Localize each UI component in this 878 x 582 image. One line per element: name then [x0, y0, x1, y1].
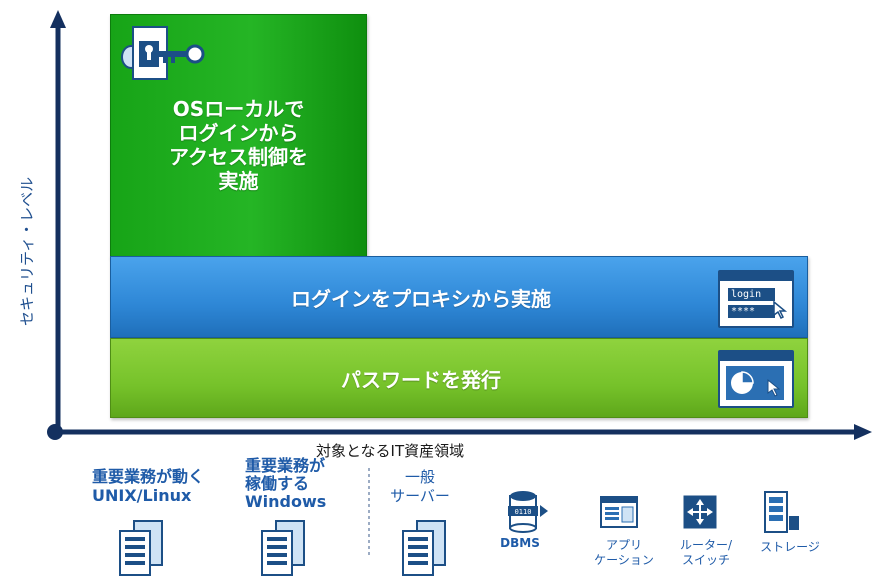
- server-icon: [261, 520, 305, 576]
- svg-text:0110: 0110: [515, 508, 532, 516]
- category-application-label: アプリ ケーション: [594, 538, 654, 567]
- cursor-icon: [773, 300, 788, 320]
- pie-chart-icon: [726, 366, 784, 400]
- login-field-password: ****: [728, 305, 775, 318]
- tier-proxy: ログインをプロキシから実施: [110, 256, 808, 338]
- server-icon: [119, 520, 163, 576]
- separator-line: [368, 468, 370, 558]
- server-icon: [402, 520, 446, 576]
- application-icon: [600, 496, 638, 528]
- key-lock-icon: [121, 26, 205, 80]
- category-router-label: ルーター/ スイッチ: [679, 538, 733, 567]
- category-windows-label: 重要業務が 稼働する Windows: [245, 456, 327, 511]
- category-unix-label: 重要業務が動く UNIX/Linux: [92, 467, 205, 505]
- tier-os-label: OSローカルで ログインから アクセス制御を 実施: [169, 97, 308, 193]
- tier-os-local: OSローカルで ログインから アクセス制御を 実施: [110, 14, 367, 258]
- x-axis-label: 対象となるIT資産領域: [316, 442, 465, 460]
- window-titlebar: [720, 272, 792, 281]
- router-switch-icon: [683, 495, 717, 529]
- category-dbms-label: DBMS: [500, 536, 540, 550]
- storage-icon: [764, 491, 799, 533]
- tier-proxy-label: ログインをプロキシから実施: [291, 286, 551, 311]
- tier-password: パスワードを発行: [110, 338, 808, 418]
- category-storage-label: ストレージ: [760, 540, 820, 554]
- origin-dot: [47, 424, 63, 440]
- login-field-user: login: [728, 288, 775, 301]
- chart-window-icon: [718, 350, 794, 408]
- y-axis-arrow: [50, 10, 66, 28]
- login-window-icon: login ****: [718, 270, 794, 328]
- y-axis-label: セキュリティ・レベル: [18, 176, 36, 326]
- category-general-label: 一般 サーバー: [390, 468, 450, 505]
- window-titlebar: [720, 352, 792, 361]
- x-axis-arrow: [854, 424, 872, 440]
- tier-password-label: パスワードを発行: [341, 367, 501, 392]
- database-icon: 0110: [508, 491, 548, 533]
